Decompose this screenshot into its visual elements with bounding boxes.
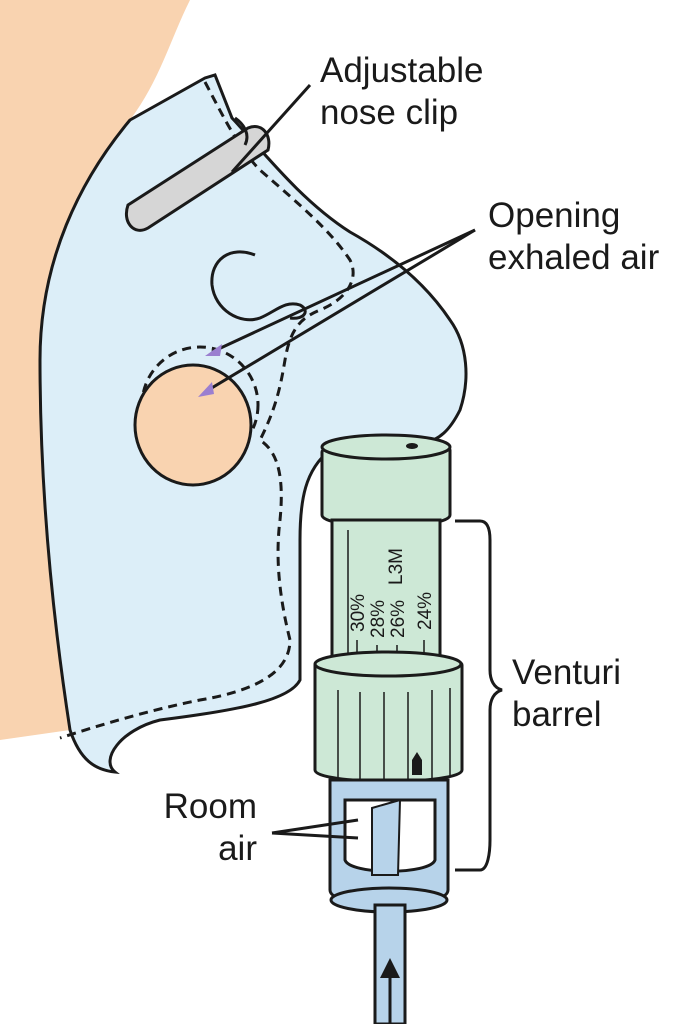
label-opening-line1: Opening [488,196,621,235]
inflow-arrowhead [380,958,400,978]
label-room-air: Room air [140,786,257,870]
entrainment-inner-stem [371,798,402,876]
barrel-pct-26: 26% [388,600,409,638]
opening-arrowhead-1 [205,344,222,356]
barrel-scale: L3M 30% 28% 26% 24% [348,548,436,690]
nose-clip-pointer [230,83,312,174]
label-nose-clip-line1: Adjustable [320,51,484,90]
opening-arrowhead-2 [198,382,214,397]
room-air-pointer-2 [271,831,359,840]
label-venturi: Venturi barrel [512,652,621,736]
nose-clip [125,125,271,232]
label-venturi-line1: Venturi [512,653,621,692]
room-air-pointer-1 [271,818,359,835]
mask-body [38,73,468,774]
barrel-top-rim [320,433,452,461]
barrel-model-text: L3M [386,548,407,585]
barrel-top-hole [406,443,418,449]
barrel-pct-28: 28% [368,600,389,638]
venturi-bracket [455,519,503,872]
label-opening-line2: exhaled air [488,238,660,277]
barrel-pct-30: 30% [348,594,369,632]
label-venturi-line2: barrel [512,695,602,734]
label-nose-clip-line2: nose clip [320,93,459,132]
mask-inner-seam [59,81,355,740]
barrel-collar-rim [313,650,463,678]
opening-pointer-2 [204,228,476,394]
nose-clip-edge [234,116,249,146]
label-room-air-line1: Room [163,787,257,826]
label-nose-clip: Adjustable nose clip [320,50,483,134]
collar-marker [412,752,422,775]
label-opening: Opening exhaled air [488,195,659,279]
label-room-air-line2: air [218,829,257,868]
opening-pointer-1 [211,228,476,354]
exhale-port-front [133,363,253,487]
barrel-pct-24: 24% [415,592,436,630]
